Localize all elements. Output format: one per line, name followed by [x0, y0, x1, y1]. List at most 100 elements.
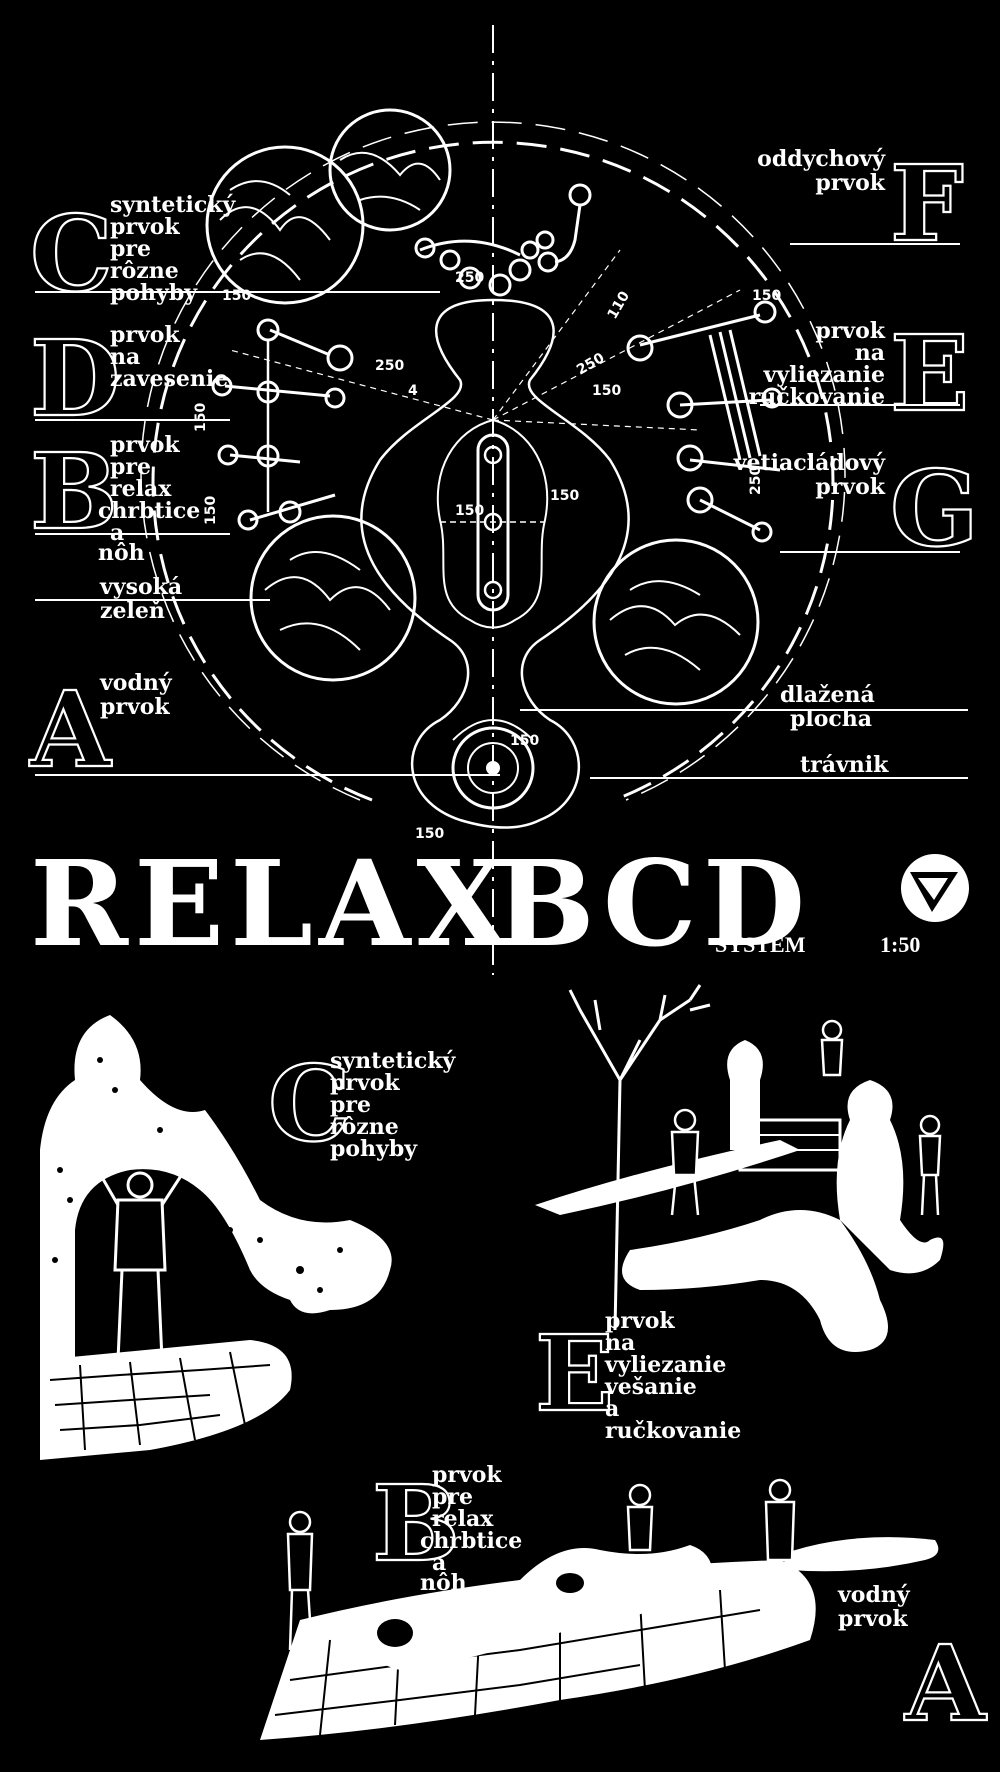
title-scale: 1:50: [880, 932, 920, 957]
dim-label: 150: [193, 403, 209, 432]
legend-line: prvok: [815, 474, 885, 500]
dim-label: 150: [592, 383, 621, 399]
e-line: vešanie: [604, 1374, 697, 1400]
c-line: prvok: [330, 1070, 400, 1096]
legend-e: E prvok na vyliezanie ručkovanie: [749, 311, 971, 436]
person-figure: [764, 1478, 796, 1611]
legend-line: zavesenie: [110, 366, 228, 392]
hanging-element-d: [211, 318, 354, 531]
climbing-element-e: [626, 300, 783, 543]
e-bars: [738, 1118, 842, 1172]
b-line: pre: [432, 1484, 473, 1510]
note-lawn: trávnik: [800, 752, 889, 778]
legend-line: prvok: [110, 214, 180, 240]
dimension-labels: 150 250 150 250 150 150 150 150 110 150 …: [193, 270, 781, 842]
tree-canopy-top-left: [205, 108, 452, 305]
legend-line: vetiaci: [733, 450, 815, 476]
legend-line: syntetický: [110, 192, 236, 218]
a-letter: A: [904, 1622, 987, 1745]
perimeter-path: [151, 140, 835, 802]
c-line: pohyby: [330, 1136, 418, 1162]
water-jet: [486, 761, 500, 775]
note-line: vysoká: [99, 574, 182, 600]
legend-line: oddychový: [757, 146, 886, 172]
legend-line: prvok: [815, 170, 885, 196]
legend-line: relax: [110, 476, 172, 502]
e-line: vyliezanie: [604, 1352, 726, 1378]
b-hole: [556, 1573, 584, 1593]
legend-letter: A: [29, 668, 112, 791]
note-line: zeleň: [100, 598, 165, 624]
legend-area: dlažená plocha: [780, 682, 875, 732]
e-post: [727, 1040, 763, 1150]
dim-label: 150: [550, 488, 579, 504]
b-line: relax: [432, 1506, 494, 1532]
a-water-element: [780, 1537, 939, 1572]
water-basin-outer: [451, 726, 535, 810]
a-line: prvok: [838, 1606, 908, 1632]
legend-letter: D: [30, 317, 120, 440]
legend-line: pre: [110, 454, 151, 480]
legend-f: F oddychový prvok: [757, 141, 965, 266]
c-line: syntetický: [330, 1048, 456, 1074]
title-bcd: BCD: [495, 834, 811, 973]
c-letter: C: [268, 1042, 351, 1165]
legend-line: pohyby: [110, 280, 198, 306]
legend-line: na: [110, 344, 140, 370]
perspective-e: E prvok na vyliezanie vešanie a ručkovan…: [534, 984, 944, 1444]
ground-strip: [535, 1140, 800, 1215]
legend-g: G vetiaci ládový prvok: [733, 446, 980, 571]
e-line: a: [605, 1396, 619, 1422]
person-figure: [670, 1108, 700, 1216]
rest-element-f: [414, 183, 592, 297]
e-line: na: [605, 1330, 635, 1356]
legend-letter: C: [30, 192, 113, 315]
logo-icon: [901, 854, 969, 922]
dim-label: 150: [455, 503, 484, 519]
legend-d: D prvok na zavesenie: [29, 316, 228, 441]
legend-line: ládový: [807, 450, 886, 476]
dim-label: 150: [415, 826, 444, 842]
legend-line: chrbtice: [98, 498, 200, 524]
perimeter-path-outer: [140, 121, 846, 801]
dim-label: 150: [510, 733, 539, 749]
legend-line: na: [855, 340, 885, 366]
e-line: ručkovanie: [605, 1418, 741, 1444]
spine-element: [476, 433, 510, 612]
note-line: dlažená: [780, 682, 875, 708]
paved-plaza: [360, 298, 630, 829]
legend-letter: F: [890, 142, 964, 265]
legend-b: B prvok pre relax chrbtice a nôh: [29, 429, 200, 566]
dim-label: 250: [748, 466, 764, 495]
legend-wall: vysoká zeleň: [99, 574, 182, 624]
spine-node: [483, 580, 503, 600]
legend-letter: G: [890, 447, 979, 570]
title-relax: RELAX: [30, 834, 514, 973]
perspective-c: C syntetický prvok pre rôzne pohyby: [40, 1015, 456, 1460]
site-plan: 150 250 150 250 150 150 150 150 110 150 …: [28, 25, 980, 975]
dimension-rays: [229, 249, 741, 431]
legend-line: a: [110, 520, 124, 546]
a-line: vodný: [837, 1582, 911, 1608]
legend-line: prvok: [110, 432, 180, 458]
dim-label: 150: [203, 496, 219, 525]
legend-line: rôzne: [110, 258, 179, 284]
perspective-b-a: B prvok pre relax chrbtice a nôh A vodný…: [260, 1461, 988, 1746]
b-line: nôh: [420, 1570, 467, 1596]
c-line: rôzne: [330, 1114, 399, 1140]
dim-label: 250: [375, 358, 404, 374]
b-line: chrbtice: [420, 1528, 522, 1554]
b-hole: [377, 1619, 413, 1647]
e-line: prvok: [605, 1308, 675, 1334]
dim-label: 250: [455, 270, 484, 286]
legend-line: nôh: [98, 540, 145, 566]
dim-label: 150: [752, 288, 781, 304]
legend-letter: E: [890, 312, 969, 435]
c-line: pre: [330, 1092, 371, 1118]
dim-label: 150: [222, 288, 251, 304]
paving: [40, 1340, 292, 1460]
legend-letter: B: [30, 430, 118, 553]
dim-label: 4: [408, 383, 418, 399]
legend-line: vodný: [99, 670, 173, 696]
